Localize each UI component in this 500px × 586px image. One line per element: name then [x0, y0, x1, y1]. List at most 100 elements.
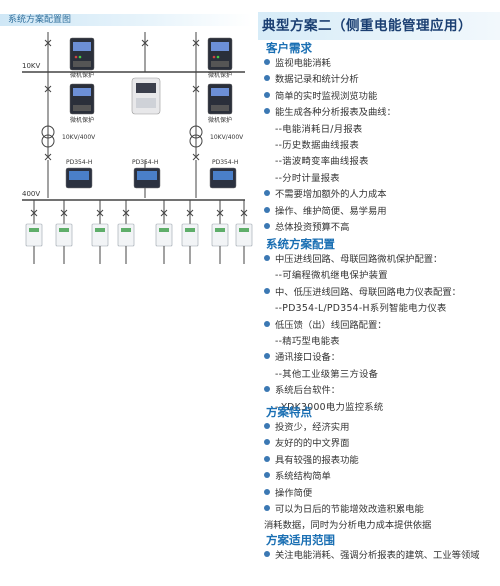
- list-item: --历史数据曲线报表: [264, 138, 396, 154]
- main-title-bar: [258, 12, 500, 40]
- list-item: --分时计量报表: [264, 171, 396, 187]
- system-diagram-panel: 系统方案配置图 10KV 微机保护 微机保护: [0, 14, 253, 264]
- list-item: 友好的的中文界面: [264, 436, 431, 452]
- list-item: 能生成各种分析报表及曲线：: [264, 105, 396, 121]
- relay-top-2-label: 微机保护: [208, 71, 232, 79]
- list-item: 系统后台软件：: [264, 383, 461, 399]
- list-item-text: 可以为日后的节能增效改造积累电能: [275, 504, 424, 516]
- list-item-text: --分时计量报表: [275, 172, 340, 184]
- section-heading-config: 系统方案配置: [266, 237, 335, 251]
- meter-1: [65, 167, 93, 189]
- transformer-left-label: 10KV/400V: [62, 134, 96, 141]
- needs-list: 监视电能消耗数据记录和统计分析简单的实时监视浏览功能能生成各种分析报表及曲线： -…: [264, 56, 396, 236]
- relay-top-1: [69, 37, 95, 71]
- list-item-text: 中、低压进线回路、母联回路电力仪表配置：: [275, 286, 461, 298]
- list-item: 投资少，经济实用: [264, 420, 431, 436]
- list-item-text: 投资少，经济实用: [275, 422, 350, 433]
- list-item: --YDK3000电力监控系统: [264, 400, 461, 416]
- bullet-icon: [264, 386, 270, 393]
- bullet-icon: [264, 75, 270, 82]
- meter-2: [133, 167, 161, 189]
- list-item-text: 数据记录和统计分析: [275, 74, 359, 86]
- list-item-text: 友好的的中文界面: [275, 438, 350, 450]
- relay-mid-1: [69, 83, 95, 115]
- config-list: 中压进线回路、母联回路微机保护配置：--可编程微机继电保护装置中、低压进线回路、…: [264, 252, 461, 416]
- list-item: 简单的实时监视浏览功能: [264, 89, 396, 105]
- switch-symbol: [44, 39, 52, 47]
- list-item-text: 不需要增加额外的人力成本: [275, 189, 387, 201]
- transformer-right-label: 10KV/400V: [210, 134, 244, 141]
- list-item: --谐波畸变率曲线报表: [264, 154, 396, 170]
- bullet-icon: [264, 472, 270, 479]
- list-item: 系统结构简单: [264, 469, 431, 485]
- list-item-text: --精巧型电能表: [275, 336, 340, 348]
- list-item: --PD354-L/PD354-H系列智能电力仪表: [264, 301, 461, 317]
- bullet-icon: [264, 320, 270, 327]
- switch-symbol: [141, 39, 149, 47]
- list-item-text: 中压进线回路、母联回路微机保护配置：: [275, 254, 443, 265]
- list-item: 关注电能消耗、强调分析报表的建筑、工业等领域: [264, 548, 480, 564]
- bullet-icon: [264, 59, 270, 65]
- features-list: 投资少，经济实用友好的的中文界面具有较强的报表功能系统结构简单操作简便可以为日后…: [264, 420, 431, 535]
- list-item: 中、低压进线回路、母联回路电力仪表配置：: [264, 285, 461, 301]
- list-item-text: 监视电能消耗: [275, 58, 331, 69]
- list-item-text: --谐波畸变率曲线报表: [275, 156, 369, 168]
- switch-symbol: [192, 39, 200, 47]
- bus-400v-label: 400V: [22, 190, 40, 198]
- switch-symbol: [192, 153, 200, 161]
- list-item-text: 通讯接口设备：: [275, 352, 341, 364]
- bullet-icon: [264, 190, 270, 197]
- list-item-text: 总体投资预算不高: [275, 222, 350, 234]
- bullet-icon: [264, 488, 270, 495]
- bullet-icon: [264, 223, 270, 230]
- bullet-icon: [264, 353, 270, 360]
- meter-1-label: PD354-H: [66, 159, 92, 166]
- transformer-left-coil: [41, 125, 55, 139]
- bullet-icon: [264, 255, 270, 261]
- transformer-right-coil: [189, 134, 203, 148]
- list-item: 监视电能消耗: [264, 56, 396, 72]
- single-line-diagram: 10KV 微机保护 微机保护 微机保护: [22, 32, 253, 264]
- page-title: 典型方案二（侧重电能管理应用）: [262, 18, 472, 34]
- list-item: --其他工业级第三方设备: [264, 367, 461, 383]
- diagram-title: 系统方案配置图: [8, 15, 72, 25]
- section-heading-needs: 客户需求: [266, 41, 312, 55]
- bullet-icon: [264, 455, 270, 462]
- list-item: 操作简便: [264, 486, 431, 502]
- list-item: 低压馈（出）线回路配置：: [264, 318, 461, 334]
- list-item-text: 低压馈（出）线回路配置：: [275, 319, 387, 331]
- bullet-icon: [264, 91, 270, 98]
- bullet-icon: [264, 108, 270, 115]
- transformer-right-coil: [189, 125, 203, 139]
- list-item-text: 消耗数据，同时为分析电力成本提供依据: [264, 520, 432, 532]
- list-item-text: 能生成各种分析报表及曲线：: [275, 107, 396, 119]
- meter-2-label: PD354-H: [132, 159, 158, 166]
- list-item-text: 简单的实时监视浏览功能: [275, 90, 378, 102]
- meter-3-label: PD354-H: [212, 159, 238, 166]
- meter-3: [209, 167, 237, 189]
- list-item-text: 关注电能消耗、强调分析报表的建筑、工业等领域: [275, 550, 480, 561]
- din-meter-displays: [29, 228, 249, 232]
- list-item-text: --电能消耗日/月报表: [275, 123, 363, 135]
- list-item: 可以为日后的节能增效改造积累电能: [264, 502, 431, 518]
- relay-mid-2: [207, 83, 233, 115]
- list-item: 具有较强的报表功能: [264, 453, 431, 469]
- bullet-icon: [264, 505, 270, 512]
- bullet-icon: [264, 206, 270, 213]
- bus-10kv-label: 10KV: [22, 62, 40, 70]
- scope-list: 关注电能消耗、强调分析报表的建筑、工业等领域: [264, 548, 480, 564]
- transformer-left-coil: [41, 134, 55, 148]
- list-item-text: 操作简便: [275, 487, 313, 499]
- list-item: 不需要增加额外的人力成本: [264, 187, 396, 203]
- list-item-text: 操作、维护简便、易学易用: [275, 205, 387, 217]
- relay-mid-2-label: 微机保护: [208, 116, 232, 124]
- bullet-icon: [264, 287, 270, 294]
- switch-symbol: [44, 153, 52, 161]
- list-item: 通讯接口设备：: [264, 350, 461, 366]
- list-item: 操作、维护简便、易学易用: [264, 204, 396, 220]
- bullet-icon: [264, 423, 270, 429]
- bullet-icon: [264, 551, 270, 557]
- list-item: 中压进线回路、母联回路微机保护配置：: [264, 252, 461, 268]
- din-meters: [25, 223, 253, 247]
- list-item-text: --YDK3000电力监控系统: [275, 401, 384, 413]
